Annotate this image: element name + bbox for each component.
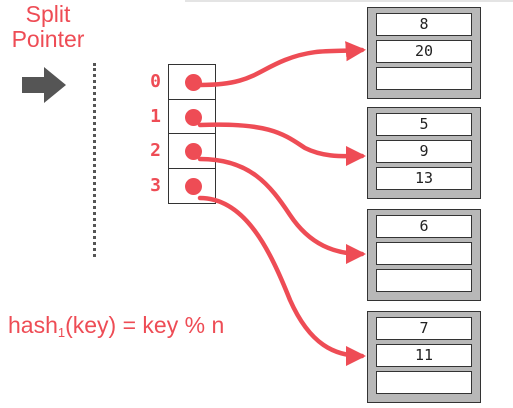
bucket-cell: 13	[376, 167, 472, 190]
top-divider	[185, 0, 513, 2]
bucket-2: 6	[367, 209, 481, 301]
bucket-cell: 11	[376, 344, 472, 367]
bucket-cell	[376, 269, 472, 292]
slot-index: 0	[150, 71, 161, 92]
directory-slot-0: 0	[150, 64, 216, 100]
pointer-arrow-slot-2	[197, 156, 367, 265]
bucket-3: 7 11	[367, 311, 481, 403]
bucket-cell: 6	[376, 215, 472, 238]
pointer-dot	[185, 74, 202, 91]
split-pointer-label: Split Pointer	[0, 2, 96, 52]
split-pointer-label-line2: Pointer	[11, 26, 85, 52]
slot-index: 3	[150, 174, 161, 196]
slot-index: 1	[150, 105, 161, 127]
bucket-0: 8 20	[367, 7, 481, 99]
bucket-cell	[376, 67, 472, 90]
directory: 0 1 2 3	[150, 64, 216, 204]
bucket-cell: 5	[376, 113, 472, 136]
bucket-cell: 7	[376, 317, 472, 340]
directory-slot-1: 1	[150, 98, 216, 135]
pointer-dot	[185, 143, 202, 160]
formula-subscript: 1	[57, 325, 66, 340]
pointer-arrow-slot-1	[197, 122, 367, 167]
bucket-1: 5 9 13	[367, 107, 481, 199]
bucket-cell	[376, 242, 472, 265]
bucket-cell	[376, 371, 472, 394]
bucket-cell: 20	[376, 40, 472, 63]
bucket-cell: 9	[376, 140, 472, 163]
hash-function-formula: hash1(key) = key % n	[8, 311, 224, 347]
formula-name: hash	[8, 312, 58, 338]
pointer-arrow-slot-0	[197, 41, 367, 88]
split-pointer-label-line1: Split	[25, 1, 71, 27]
bucket-cell: 8	[376, 13, 472, 36]
pointer-dot	[185, 177, 202, 195]
pointer-dot	[185, 108, 202, 126]
formula-rest: (key) = key % n	[65, 312, 225, 338]
directory-slot-2: 2	[150, 133, 216, 169]
pointer-arrow-slot-3	[197, 195, 367, 367]
right-arrow-icon	[22, 67, 66, 103]
slot-index: 2	[150, 140, 161, 161]
split-pointer-line	[93, 63, 96, 257]
